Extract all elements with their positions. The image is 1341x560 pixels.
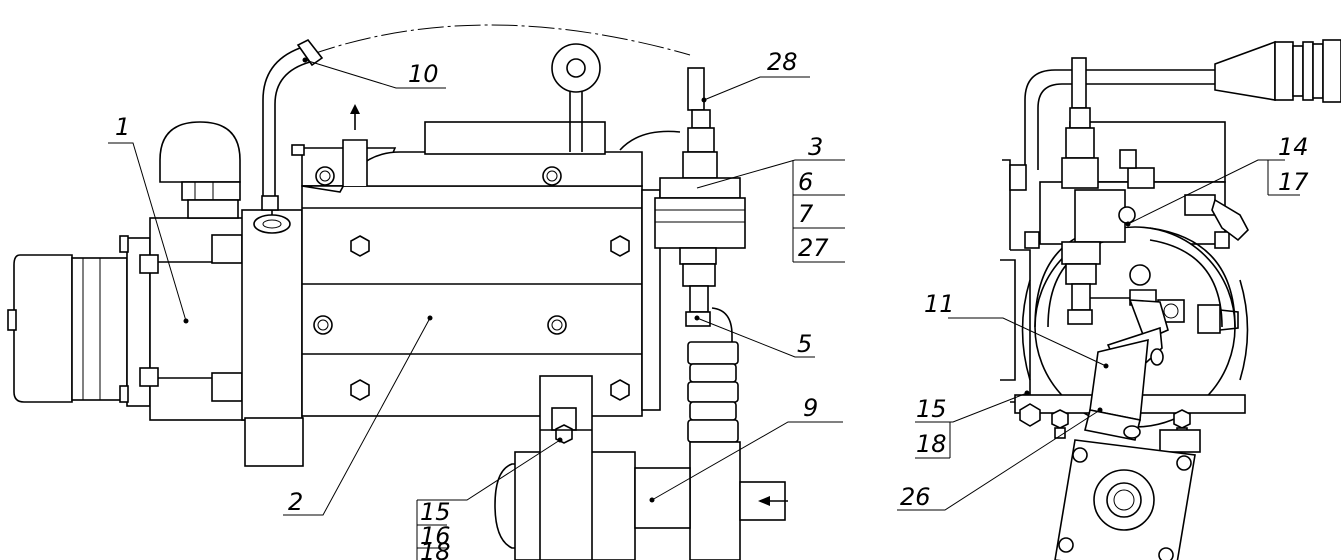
callout-18-left: 18 [420, 538, 451, 560]
body-bolts [313, 166, 630, 401]
end-sensor [1061, 57, 1140, 325]
wire-centerline [309, 24, 691, 56]
left-leaders [108, 57, 845, 560]
callout-10: 10 [408, 60, 439, 88]
callout-1: 1 [115, 113, 130, 141]
callout-11: 11 [924, 290, 955, 318]
callout-14: 14 [1278, 133, 1309, 161]
air-intake-cap [159, 121, 241, 219]
pump [494, 375, 788, 560]
side-fitting [1184, 194, 1249, 334]
left-view: 1 2 3 6 7 27 5 9 10 28 15 16 18 [7, 24, 845, 560]
angled-nozzle [1084, 264, 1185, 441]
callout-7: 7 [798, 200, 814, 228]
callout-5: 5 [797, 330, 812, 358]
right-leaders [897, 159, 1300, 511]
callout-15-right: 15 [916, 395, 947, 423]
callout-28: 28 [767, 48, 798, 76]
callout-3: 3 [808, 133, 823, 161]
callout-6: 6 [798, 168, 813, 196]
fuel-line [253, 38, 324, 234]
callout-26: 26 [900, 483, 931, 511]
right-view: 11 14 17 26 15 18 [897, 39, 1341, 560]
callout-27: 27 [798, 234, 829, 262]
callout-17: 17 [1278, 168, 1309, 196]
motor-cap [7, 254, 128, 403]
callout-18-right: 18 [916, 430, 947, 458]
sensor-assembly [654, 67, 746, 345]
callout-16-left: 16 [420, 522, 451, 550]
exhaust-pipe [342, 104, 368, 186]
cable-connector [1024, 39, 1341, 170]
top-eyelet [551, 43, 601, 152]
tilted-flange [1054, 439, 1196, 560]
fan-housing [119, 209, 304, 467]
callout-15-left: 15 [420, 498, 451, 526]
callout-9: 9 [803, 394, 818, 422]
callout-2: 2 [288, 488, 303, 516]
bottom-bolts [1019, 403, 1201, 453]
water-hose [687, 341, 741, 560]
